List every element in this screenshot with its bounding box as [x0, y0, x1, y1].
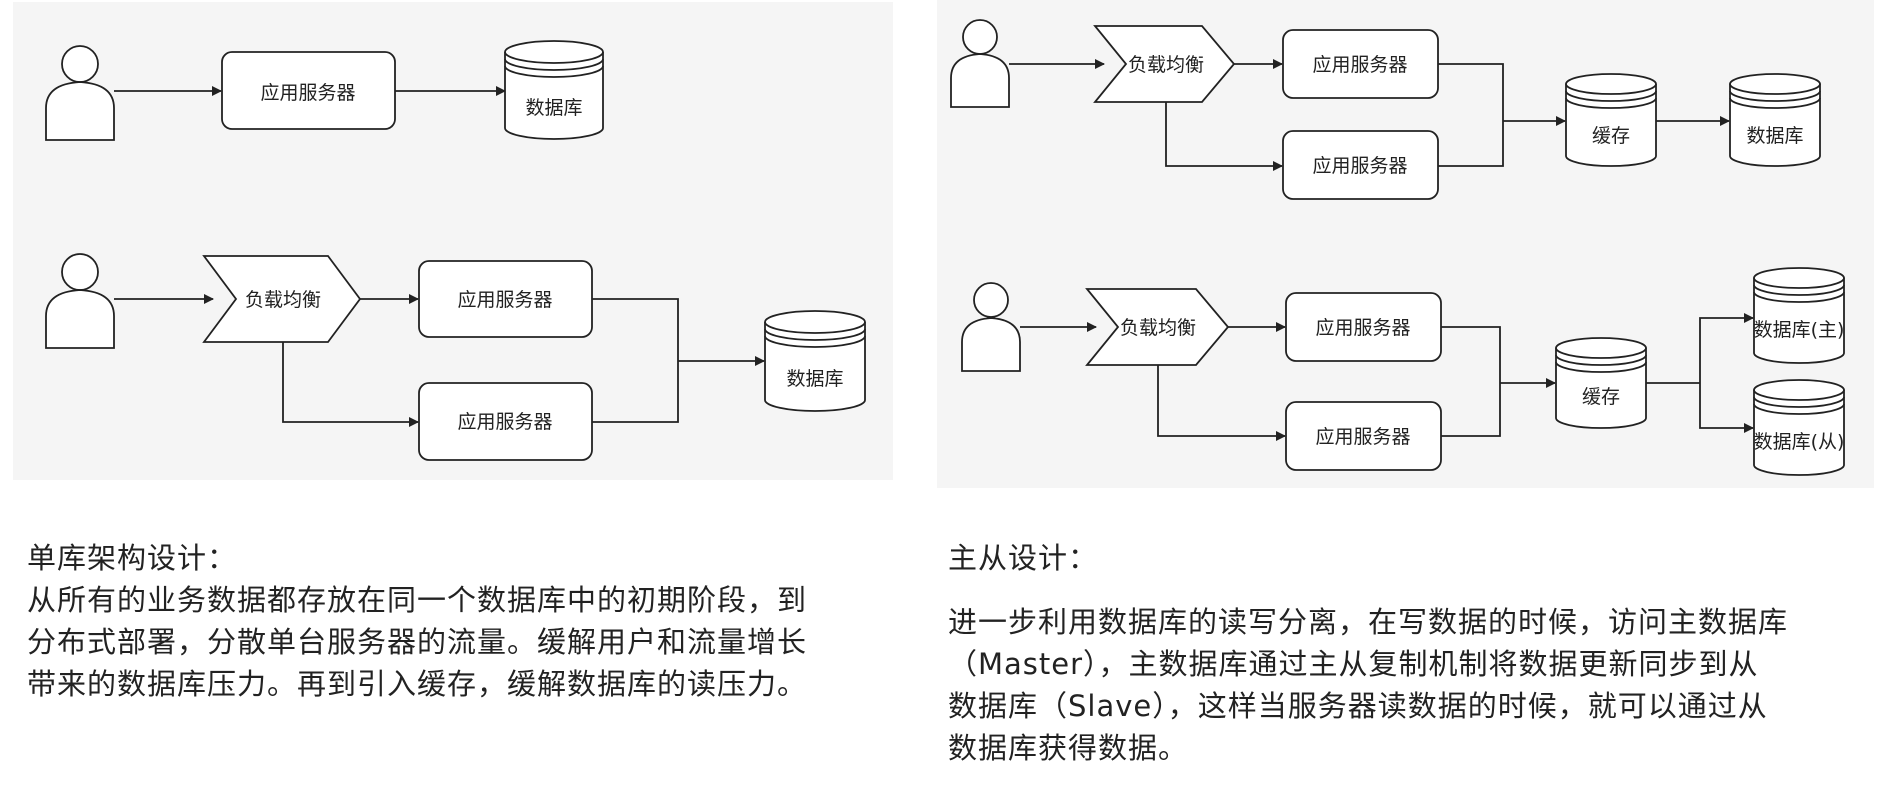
- node-label: 应用服务器: [1315, 317, 1410, 339]
- user-icon: [950, 19, 1010, 108]
- connector: [1165, 102, 1283, 171]
- connector: [1441, 326, 1501, 437]
- connector: [282, 342, 419, 427]
- text-line: 数据库（Slave），这样当服务器读数据的时候，就可以通过从: [948, 689, 1768, 723]
- database-icon: 数据库: [764, 310, 866, 412]
- text-line: 进一步利用数据库的读写分离，在写数据的时候，访问主数据库: [948, 605, 1789, 639]
- load-balancer-node: 负载均衡: [202, 255, 362, 343]
- node-label: 负载均衡: [1120, 317, 1196, 339]
- node-label: 应用服务器: [457, 411, 552, 433]
- node-label: 应用服务器: [260, 82, 355, 104]
- node-label: 负载均衡: [245, 289, 321, 311]
- text-line: （Master），主数据库通过主从复制机制将数据更新同步到从: [948, 647, 1759, 681]
- app-server-node: 应用服务器: [1285, 292, 1442, 362]
- single-db-description: 单库架构设计： 从所有的业务数据都存放在同一个数据库中的初期阶段，到 分布式部署…: [27, 537, 807, 705]
- app-server-node: 应用服务器: [1282, 130, 1439, 200]
- app-server-node: 应用服务器: [1282, 29, 1439, 99]
- node-label: 应用服务器: [457, 289, 552, 311]
- connector: [1699, 383, 1754, 433]
- master-slave-description: 主从设计： 进一步利用数据库的读写分离，在写数据的时候，访问主数据库 （Mast…: [948, 537, 1788, 769]
- connector: [1699, 313, 1754, 383]
- user-icon: [45, 45, 115, 141]
- node-label: 缓存: [1592, 125, 1630, 147]
- node-label: 应用服务器: [1312, 54, 1407, 76]
- load-balancer-node: 负载均衡: [1093, 25, 1236, 103]
- database-icon: 数据库: [504, 40, 604, 140]
- app-server-node: 应用服务器: [1285, 401, 1442, 471]
- app-server-node: 应用服务器: [221, 51, 396, 130]
- node-label: 数据库: [525, 97, 582, 119]
- section-title: 单库架构设计：: [27, 541, 238, 575]
- text-line: 带来的数据库压力。再到引入缓存，缓解数据库的读压力。: [27, 667, 808, 701]
- node-label: 数据库(从): [1754, 431, 1845, 453]
- node-label: 缓存: [1582, 386, 1620, 408]
- app-server-node: 应用服务器: [418, 382, 593, 461]
- load-balancer-node: 负载均衡: [1085, 288, 1230, 366]
- database-master-icon: 数据库(主): [1753, 267, 1845, 364]
- text-line: 从所有的业务数据都存放在同一个数据库中的初期阶段，到: [27, 583, 808, 617]
- database-icon: 数据库: [1729, 73, 1821, 167]
- user-icon: [961, 282, 1021, 372]
- cache-icon: 缓存: [1565, 73, 1657, 167]
- app-server-node: 应用服务器: [418, 260, 593, 338]
- cache-icon: 缓存: [1555, 337, 1647, 429]
- node-label: 应用服务器: [1315, 426, 1410, 448]
- text-line: 数据库获得数据。: [948, 731, 1189, 765]
- database-slave-icon: 数据库(从): [1753, 379, 1845, 476]
- connector: [1157, 365, 1286, 441]
- architecture-diagram: 应用服务器 数据库 负载均衡 应用服务器 应用服务器: [45, 19, 1845, 476]
- node-label: 数据库(主): [1754, 319, 1845, 341]
- node-label: 负载均衡: [1128, 54, 1204, 76]
- node-label: 数据库: [786, 368, 843, 390]
- connector: [1438, 63, 1504, 167]
- node-label: 数据库: [1746, 125, 1803, 147]
- section-title: 主从设计：: [948, 541, 1099, 575]
- user-icon: [45, 253, 115, 349]
- text-line: 分布式部署，分散单台服务器的流量。缓解用户和流量增长: [27, 625, 808, 659]
- node-label: 应用服务器: [1312, 155, 1407, 177]
